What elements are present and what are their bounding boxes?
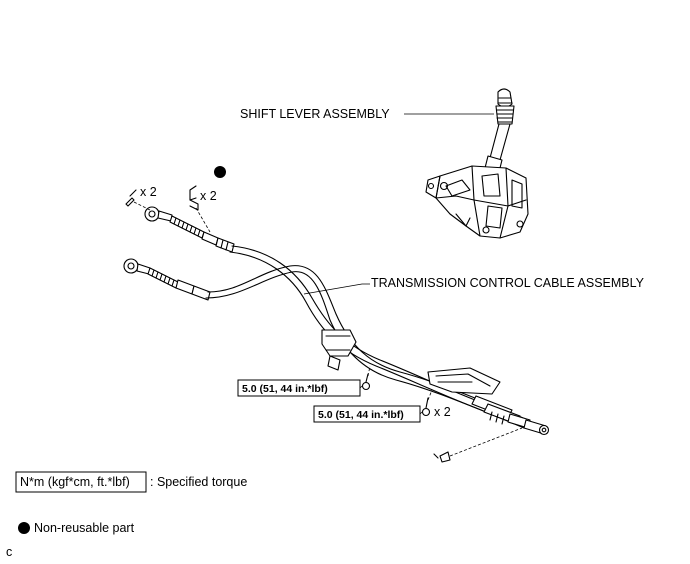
torque-box-upper: 5.0 (51, 44 in.*lbf) <box>237 379 361 397</box>
legend-non-reusable: Non-reusable part <box>18 521 135 535</box>
bracket-bolt <box>361 373 371 391</box>
svg-text:: Specified torque: : Specified torque <box>150 475 247 489</box>
non-reusable-marker-icon <box>214 166 226 178</box>
clip-quantity: x 2 <box>140 185 157 199</box>
svg-text:N*m (kgf*cm, ft.*lbf): N*m (kgf*cm, ft.*lbf) <box>20 475 130 489</box>
shift-lever-assembly <box>425 88 529 239</box>
control-cable-label: TRANSMISSION CONTROL CABLE ASSEMBLY <box>371 276 645 290</box>
transmission-control-cable-assembly <box>123 206 550 436</box>
svg-text:Non-reusable part: Non-reusable part <box>34 521 135 535</box>
non-reusable-icon <box>18 522 30 534</box>
retainer-quantity: x 2 <box>200 189 217 203</box>
shift-lever-label: SHIFT LEVER ASSEMBLY <box>240 107 390 121</box>
legend-torque: N*m (kgf*cm, ft.*lbf) : Specified torque <box>15 471 247 493</box>
torque-box-lower: 5.0 (51, 44 in.*lbf) <box>313 405 421 423</box>
cable-clip <box>125 189 137 207</box>
retainer-clip <box>189 185 199 211</box>
bolt-quantity: x 2 <box>434 405 451 419</box>
svg-text:5.0 (51, 44 in.*lbf): 5.0 (51, 44 in.*lbf) <box>242 383 328 395</box>
figure-code: c <box>6 545 12 559</box>
svg-text:5.0 (51, 44 in.*lbf): 5.0 (51, 44 in.*lbf) <box>318 409 404 421</box>
cable-end-clip <box>433 451 451 463</box>
bracket-bolt-lower <box>421 397 431 417</box>
